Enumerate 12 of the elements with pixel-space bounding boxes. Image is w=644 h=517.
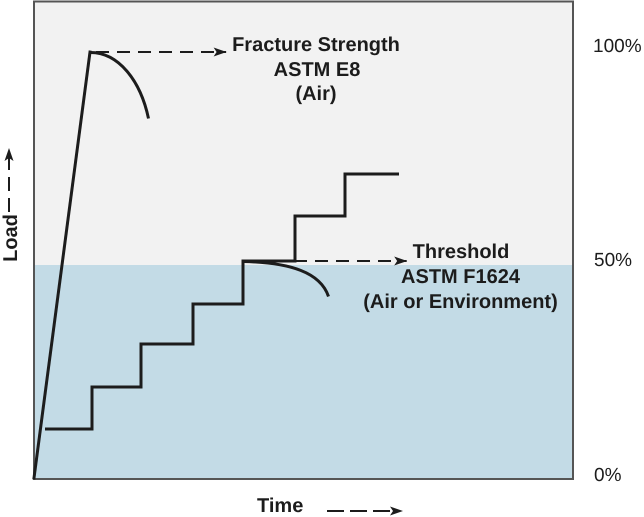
axis-title: Time [257,496,304,516]
tick-label: 100% [593,36,642,58]
arrow [96,48,227,56]
annotation-heading: Threshold [408,240,514,264]
annotation-text: ASTM F1624 [401,265,520,289]
annotation-text: (Air or Environment) [363,290,558,314]
annotation-text: ASTM E8 [274,58,360,82]
tick-label: 0% [594,465,622,487]
annotation-heading: Fracture Strength [228,33,404,57]
annotation-text: (Air) [295,82,337,106]
axis-title: Load [1,214,21,262]
tick-label: 50% [594,250,632,272]
